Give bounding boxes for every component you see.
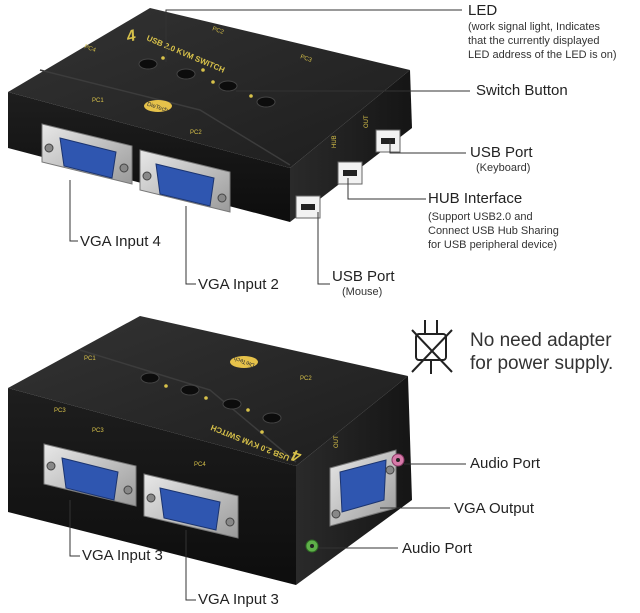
top-device-tag: PC2 <box>190 130 202 136</box>
bottom-vga-input-3a <box>43 443 137 507</box>
bottom-kvm-switch: 4 USB 2.0 KVM SWITCH DieTech PC3 PC3 PC4… <box>8 316 412 585</box>
top-device-brand-badge <box>144 100 172 112</box>
top-device-top-face <box>8 8 410 168</box>
callout-vga-output: VGA Output <box>454 500 535 517</box>
bottom-vga-input-3b <box>143 473 239 539</box>
callout-usb-mouse-title: USB Port <box>332 268 395 285</box>
callout-led-desc-2: that the currently displayed <box>468 35 600 47</box>
callout-hub-desc-2: Connect USB Hub Sharing <box>428 225 559 237</box>
top-device-side-tag: OUT <box>364 115 370 128</box>
callout-vga-input-3b: VGA Input 3 <box>198 591 279 608</box>
leader-vga-in4 <box>69 180 78 242</box>
bottom-device-tag: PC2 <box>300 376 312 382</box>
top-device-switch-buttons <box>138 58 276 108</box>
top-device-tag: PC2 <box>211 26 225 36</box>
callout-audio-port-2: Audio Port <box>402 540 473 557</box>
callout-led-desc-3: LED address of the LED is on) <box>468 49 617 61</box>
bottom-device-top-face <box>8 316 408 466</box>
top-device-tag: PC1 <box>92 98 104 104</box>
bottom-device-switch-buttons <box>140 372 282 424</box>
leader-usb-keyboard <box>389 140 466 154</box>
bottom-audio-ports <box>305 453 405 553</box>
top-device-leds <box>161 56 253 98</box>
top-device-tag: PC3 <box>299 54 313 64</box>
bottom-device-tag: PC1 <box>84 356 96 362</box>
callout-vga-input-3a: VGA Input 3 <box>82 547 163 564</box>
no-adapter-line-2: for power supply. <box>470 353 614 374</box>
callout-hub-desc-1: (Support USB2.0 and <box>428 211 533 223</box>
callout-hub-desc-3: for USB peripheral device) <box>428 239 558 251</box>
top-vga-port-2 <box>139 149 231 213</box>
leader-led <box>165 9 462 62</box>
leader-vga-in3-b <box>185 530 196 601</box>
top-vga-port-4 <box>41 123 133 185</box>
bottom-device-side-tag: OUT <box>334 435 340 448</box>
bottom-device-brand-badge <box>230 356 258 368</box>
no-plug-icon <box>411 320 453 374</box>
leader-usb-mouse <box>317 212 330 285</box>
leader-vga-in3-a <box>69 500 80 557</box>
bottom-device-tag: PC3 <box>92 428 104 434</box>
callout-led-desc-1: (work signal light, Indicates <box>468 21 601 33</box>
top-device-tag: PC4 <box>83 44 97 54</box>
leader-vga-in2 <box>185 206 196 285</box>
bottom-device-leds <box>164 384 264 434</box>
leader-lines <box>69 9 470 601</box>
top-device-number: 4 <box>124 27 138 46</box>
callout-switch-button: Switch Button <box>476 82 568 99</box>
callout-led-title: LED <box>468 2 498 19</box>
callout-audio-port-1: Audio Port <box>470 455 541 472</box>
leader-hub <box>347 178 426 200</box>
callout-vga-input-4: VGA Input 4 <box>80 233 161 250</box>
bottom-vga-output <box>329 449 397 527</box>
top-kvm-switch: 4 USB 2.0 KVM SWITCH PC4 PC2 PC3 PC1 PC2… <box>8 8 412 222</box>
bottom-device-number: 4 <box>290 446 304 465</box>
callout-usb-keyboard-title: USB Port <box>470 144 533 161</box>
no-adapter-line-1: No need adapter <box>470 330 612 351</box>
callout-usb-keyboard-sub: (Keyboard) <box>476 162 531 174</box>
callout-vga-input-2: VGA Input 2 <box>198 276 279 293</box>
top-usb-ports <box>295 129 401 219</box>
top-device-side-tag: HUB <box>332 135 338 148</box>
callout-usb-mouse-sub: (Mouse) <box>342 286 383 298</box>
bottom-device-tag: PC4 <box>194 462 206 468</box>
bottom-device-tag: PC3 <box>54 408 66 414</box>
top-device-side-face <box>290 70 412 222</box>
callout-hub-title: HUB Interface <box>428 190 523 207</box>
